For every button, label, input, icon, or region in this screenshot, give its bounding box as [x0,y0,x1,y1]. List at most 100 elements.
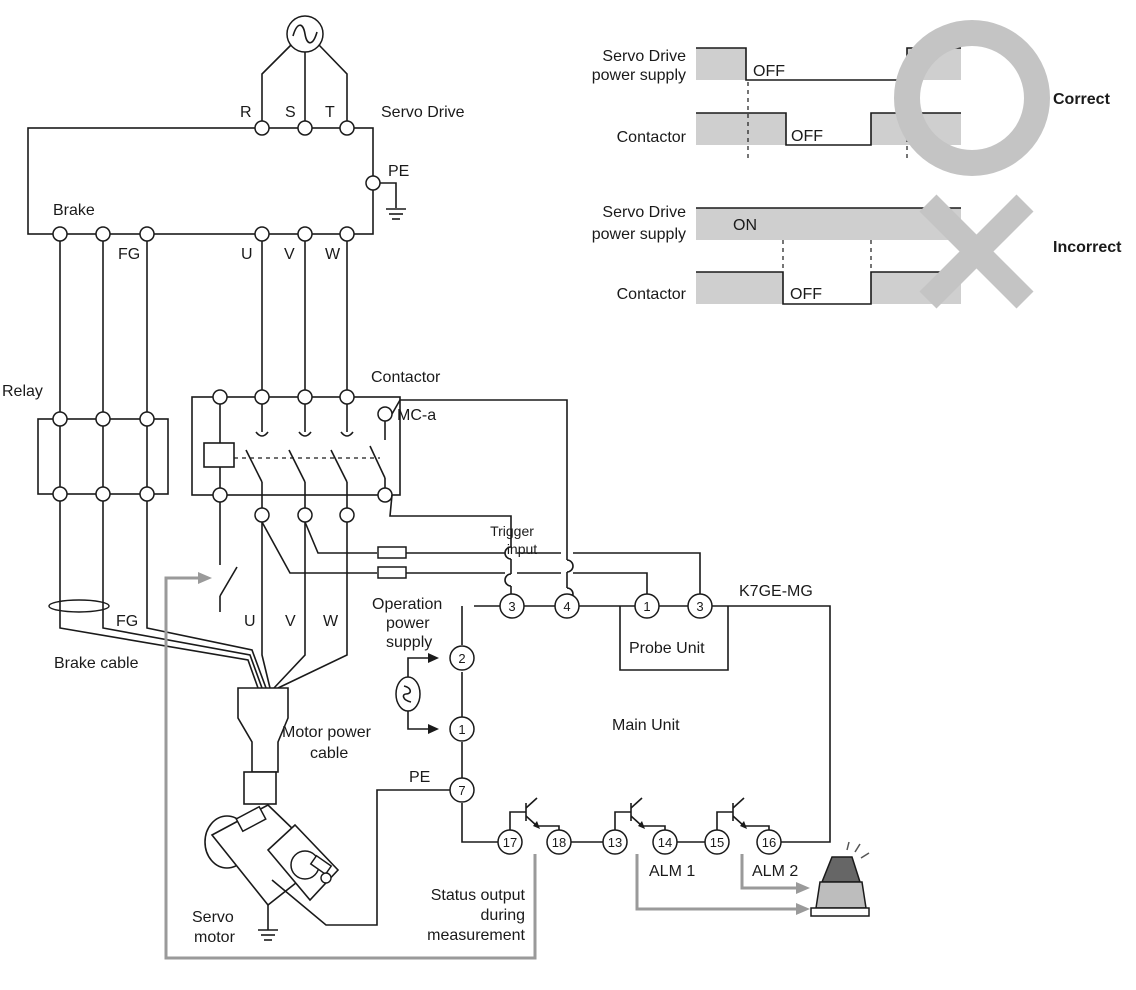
correct-row2-state: OFF [791,128,823,145]
cable-v-label: V [285,613,296,630]
motor-pe-wire [271,789,452,926]
op-supply-label-2: power [386,615,430,632]
terminal-fg [139,226,155,242]
fuse-1 [377,546,407,559]
operation-power-supply: Operation power supply [372,596,442,734]
terminal-brake-1 [52,226,68,242]
k7ge-terminal-left-1 [449,716,475,742]
incorrect-row1-label-2: power supply [592,226,686,243]
servo-motor-label-1: Servo [192,909,234,926]
main-unit-label: Main Unit [612,717,680,734]
k7ge-terminal-top-3a [499,593,525,619]
fuse-2 [377,566,407,579]
op-supply-label-3: supply [386,634,432,651]
k7ge-terminal-left-7 [449,777,475,803]
k7ge-terminal-left-2 [449,645,475,671]
status-output-label-2: during [481,907,525,924]
timing-correct: Servo Drive power supply OFF Contactor O… [592,20,1111,176]
correct-row1-state: OFF [753,63,785,80]
contactor: Contactor MC-a [191,241,441,523]
cable-w-label: W [323,613,339,630]
correct-circle-mark [894,20,1050,176]
incorrect-row2-state: OFF [790,286,822,303]
ac-source-symbol [261,15,348,128]
terminal-s-label: S [285,104,296,121]
terminal-pe [365,175,381,191]
terminal-t [339,120,355,136]
warning-lamp-icon [810,841,870,917]
cable-fg-label: FG [116,613,138,630]
incorrect-row1-state: ON [733,217,757,234]
terminal-r-label: R [240,104,252,121]
cable-u-label: U [244,613,256,630]
relay-label: Relay [2,383,43,400]
k7ge-terminal-num: 15 [710,835,724,850]
op-supply-label-1: Operation [372,596,442,613]
trigger-input-label-2: input [507,541,537,557]
incorrect-row1-label-1: Servo Drive [602,204,686,221]
transistor-icon [614,797,666,830]
transistor-icon [716,797,770,830]
incorrect-verdict: Incorrect [1053,239,1122,256]
motor-power-cable-label-1: Motor power [282,724,372,741]
brake-label: Brake [53,202,95,219]
correct-row1-label-2: power supply [592,67,686,84]
terminal-w [339,226,355,242]
probe-unit-label: Probe Unit [629,640,705,657]
alm1-label: ALM 1 [649,863,695,880]
k7ge-terminal-num: 1 [458,722,465,737]
k7ge-terminal-num: 1 [643,599,650,614]
k7ge-terminal-num: 16 [762,835,776,850]
k7ge-terminal-num: 2 [458,651,465,666]
transistor-icon [509,797,560,830]
terminal-w-label: W [325,246,341,263]
k7ge-terminal-num: 3 [508,599,515,614]
k7ge-terminal-num: 13 [608,835,622,850]
k7ge-unit: Probe Unit Main Unit K7GE-MG 3 4 1 3 2 1… [449,583,831,855]
servo-motor-icon: Servo motor [192,804,340,946]
alm2-label: ALM 2 [752,863,798,880]
incorrect-row2-label: Contactor [617,286,687,303]
status-signal-line [164,572,537,960]
terminal-u [254,226,270,242]
motor-power-cable-label-2: cable [310,745,348,762]
terminal-v [297,226,313,242]
correct-verdict: Correct [1053,91,1111,108]
terminal-pe-label: PE [388,163,409,180]
ground-icon [386,208,406,220]
terminal-u-label: U [241,246,253,263]
status-output-label-3: measurement [427,927,525,944]
mc-a-wire [391,399,568,560]
alarm-signal-lines [635,854,810,915]
servo-motor-label-2: motor [194,929,236,946]
k7ge-terminal-num: 17 [503,835,517,850]
k7ge-terminal-num: 18 [552,835,566,850]
k7ge-terminal-top-4 [554,593,580,619]
terminal-v-label: V [284,246,295,263]
servo-drive: Servo Drive R S T PE Brake FG U V W [27,104,465,263]
k7ge-terminal-top-3b [687,593,713,619]
terminal-r [254,120,270,136]
terminal-t-label: T [325,104,335,121]
k7ge-terminal-num: 7 [458,783,465,798]
motor-power-cable: U V W Motor power cable [237,522,372,805]
contactor-aux-label: MC-a [397,407,436,424]
contactor-label: Contactor [371,369,441,386]
motor-pe-label: PE [409,769,430,786]
terminal-fg-label: FG [118,246,140,263]
k7ge-terminal-num: 3 [696,599,703,614]
trigger-input-label-1: Trigger [490,523,534,539]
k7ge-terminal-num: 14 [658,835,672,850]
correct-row2-label: Contactor [617,129,687,146]
status-output-label-1: Status output [431,887,526,904]
correct-row1-label-1: Servo Drive [602,48,686,65]
k7ge-terminal-num: 4 [563,599,570,614]
brake-cable-label: Brake cable [54,655,139,672]
switch-contact [219,502,238,612]
relay: Relay [2,241,169,502]
terminal-s [297,120,313,136]
k7ge-terminal-top-1 [634,593,660,619]
timing-incorrect: Servo Drive power supply ON Contactor OF… [592,194,1122,309]
servo-drive-title: Servo Drive [381,104,465,121]
